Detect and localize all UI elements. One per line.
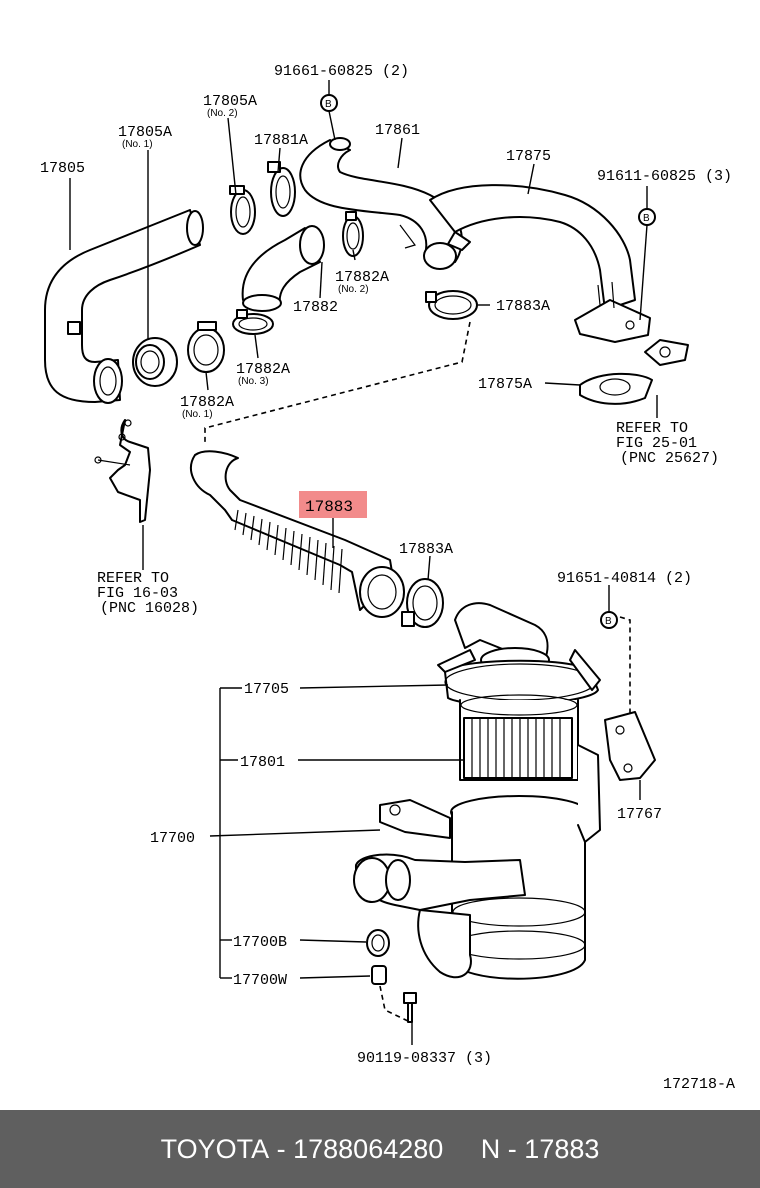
part-labels: 91661-60825 (2) 17805A (No. 2) 17805A (N… <box>40 63 735 1093</box>
bracket-fig-16-03[interactable] <box>94 419 151 523</box>
label-17805A-no1: 17805A <box>118 124 172 141</box>
bolt-90119[interactable] <box>403 992 417 1023</box>
bolt-symbol-91661: B <box>320 94 338 112</box>
label-diagram-id: 172718-A <box>663 1076 735 1093</box>
label-17875A: 17875A <box>478 376 532 393</box>
collar-17700W[interactable] <box>371 965 387 985</box>
pipe-17875[interactable] <box>429 184 651 343</box>
clamp-17882A-no1[interactable] <box>187 321 225 373</box>
footer-pnc-prefix: N <box>480 1133 501 1164</box>
label-17882A-no1-sub: (No. 1) <box>182 409 213 420</box>
label-refer-right-2: FIG 25-01 <box>616 435 697 452</box>
hose-17883[interactable] <box>190 450 405 618</box>
label-17882A-no2: 17882A <box>335 269 389 286</box>
label-refer-right-3: (PNC 25627) <box>620 450 719 467</box>
label-refer-left-3: (PNC 16028) <box>100 600 199 617</box>
label-17882A-no1: 17882A <box>180 394 234 411</box>
label-91651: 91651-40814 (2) <box>557 570 692 587</box>
label-17875: 17875 <box>506 148 551 165</box>
label-17882: 17882 <box>293 299 338 316</box>
label-17881A: 17881A <box>254 132 308 149</box>
highlight-17883 <box>299 491 367 518</box>
svg-text:B: B <box>643 213 650 224</box>
label-refer-right-1: REFER TO <box>616 420 688 437</box>
clamp-17805A-no2[interactable] <box>229 185 256 235</box>
label-17805: 17805 <box>40 160 85 177</box>
svg-text:B: B <box>605 616 612 627</box>
hose-17805[interactable] <box>44 209 204 404</box>
label-17883A-top: 17883A <box>496 298 550 315</box>
label-17700B: 17700B <box>233 934 287 951</box>
leader-lines <box>69 80 658 1045</box>
label-17805A-no2: 17805A <box>203 93 257 110</box>
parts-diagram: B B B <box>40 63 735 1093</box>
label-17882A-no3-sub: (No. 3) <box>238 376 269 387</box>
label-17883: 17883 <box>305 498 353 516</box>
label-17700W: 17700W <box>233 972 287 989</box>
label-91661: 91661-60825 (2) <box>274 63 409 80</box>
footer-brand: TOYOTA <box>160 1133 270 1164</box>
gasket-17875A[interactable] <box>579 372 653 405</box>
label-17767: 17767 <box>617 806 662 823</box>
bracket-17767[interactable] <box>604 711 656 781</box>
pipe-17861[interactable] <box>299 137 463 270</box>
footer-bar: TOYOTA - 1788064280 N - 17883 <box>0 1110 760 1188</box>
gasket-flange[interactable] <box>644 339 689 366</box>
clamp-17882A-no2[interactable] <box>342 211 364 257</box>
label-17705: 17705 <box>244 681 289 698</box>
label-17805A-no2-sub: (No. 2) <box>207 108 238 119</box>
label-90119: 90119-08337 (3) <box>357 1050 492 1067</box>
label-17883A-mid: 17883A <box>399 541 453 558</box>
footer-pnc: 17883 <box>524 1133 600 1164</box>
label-refer-left-1: REFER TO <box>97 570 169 587</box>
hose-17882[interactable] <box>241 225 325 312</box>
label-17805A-no1-sub: (No. 1) <box>122 139 153 150</box>
footer-part-number: 1788064280 <box>293 1133 444 1164</box>
clamp-17881A[interactable] <box>267 161 296 217</box>
footer-separator: - <box>269 1133 294 1164</box>
clamp-17883A-mid[interactable] <box>401 578 444 628</box>
bolt-symbol-91611: B <box>638 208 656 226</box>
label-17700: 17700 <box>150 830 195 847</box>
footer-gap <box>443 1134 481 1165</box>
label-refer-left-2: FIG 16-03 <box>97 585 178 602</box>
label-91611: 91611-60825 (3) <box>597 168 732 185</box>
clamp-17883A-top[interactable] <box>425 290 478 320</box>
label-17861: 17861 <box>375 122 420 139</box>
footer-separator: - <box>500 1133 525 1164</box>
clamp-17882A-no3[interactable] <box>232 309 274 335</box>
grommet-17700B[interactable] <box>366 929 390 957</box>
grommet-17805A-no1[interactable] <box>132 337 178 387</box>
air-cleaner-17700[interactable] <box>353 602 601 980</box>
bolt-symbol-91651: B <box>600 611 618 629</box>
label-17882A-no3: 17882A <box>236 361 290 378</box>
label-17801: 17801 <box>240 754 285 771</box>
label-17882A-no2-sub: (No. 2) <box>338 284 369 295</box>
svg-text:B: B <box>325 99 332 110</box>
